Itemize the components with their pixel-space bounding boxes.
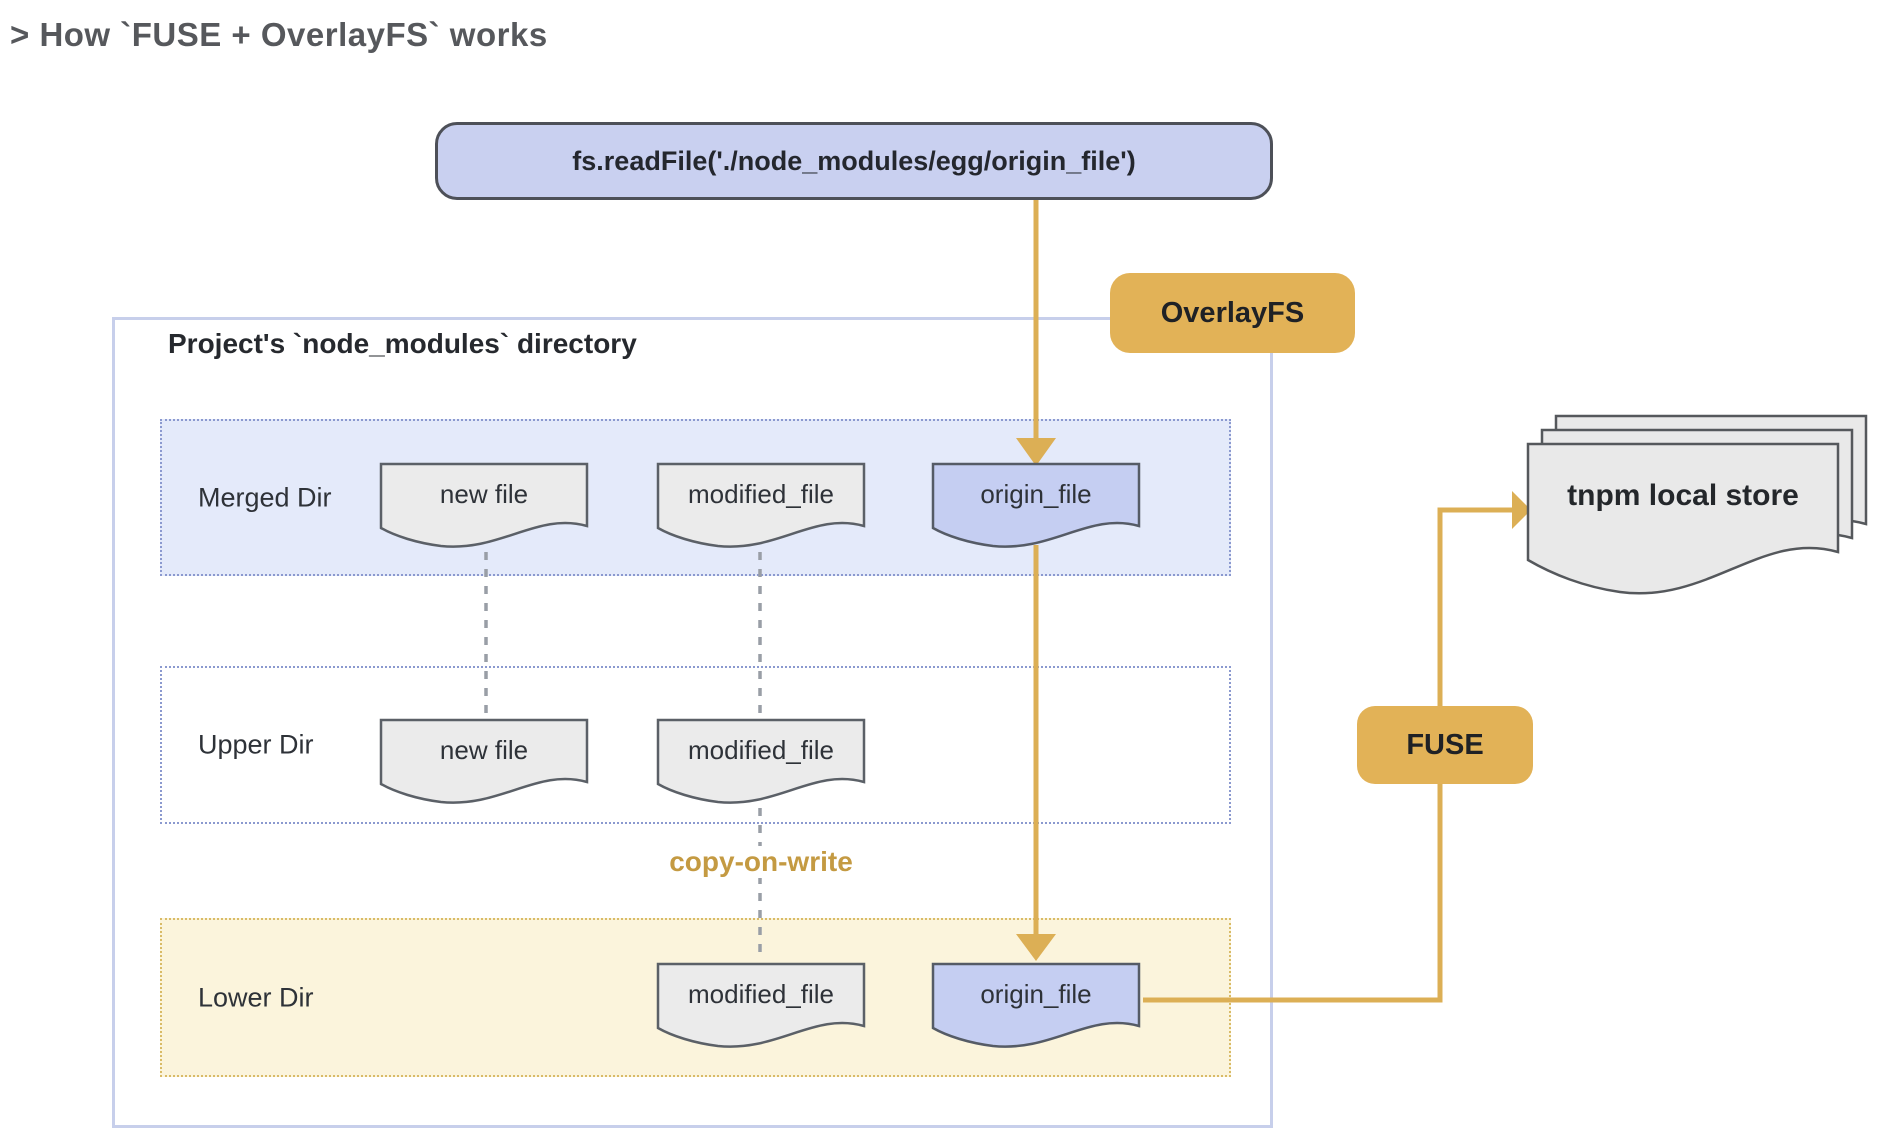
file-lower-modified-file: modified_file: [656, 962, 866, 1054]
merged-dir-label: Merged Dir: [198, 482, 332, 512]
container-label: Project's `node_modules` directory: [168, 328, 637, 359]
lower-dir-label: Lower Dir: [198, 982, 314, 1012]
file-merged-new-file: new file: [379, 462, 589, 554]
file-upper-modified-file: modified_file: [656, 718, 866, 810]
file-label: new file: [439, 479, 529, 509]
file-label: origin_file: [980, 979, 1092, 1009]
fuse-badge: FUSE: [1357, 706, 1533, 784]
file-label: modified_file: [688, 735, 834, 765]
page-title: > How `FUSE + OverlayFS` works: [10, 16, 548, 53]
copy-on-write-label: copy-on-write: [620, 846, 902, 878]
file-merged-origin-file: origin_file: [931, 462, 1141, 554]
file-label: modified_file: [688, 479, 834, 509]
file-merged-modified-file: modified_file: [656, 462, 866, 554]
fs-readfile-box: fs.readFile('./node_modules/egg/origin_f…: [435, 122, 1273, 200]
file-lower-origin-file: origin_file: [931, 962, 1141, 1054]
overlayfs-badge: OverlayFS: [1110, 273, 1355, 353]
file-upper-new-file: new file: [379, 718, 589, 810]
file-label: origin_file: [980, 479, 1092, 509]
file-label: modified_file: [688, 979, 834, 1009]
tnpm-local-store-label: tnpm local store: [1567, 479, 1799, 512]
upper-dir-label: Upper Dir: [198, 729, 314, 760]
file-label: new file: [439, 735, 529, 765]
